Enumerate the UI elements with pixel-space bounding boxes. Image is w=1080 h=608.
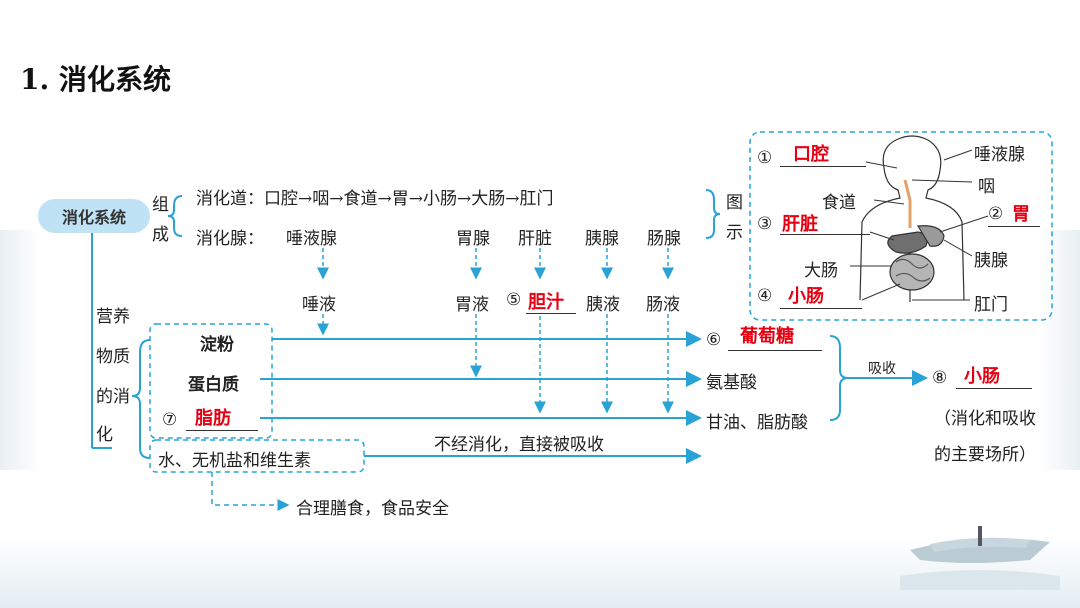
digestive-system-figure: [859, 135, 965, 302]
composition-label-1: 组: [152, 195, 169, 215]
gland-liver: 肝脏: [518, 229, 552, 249]
gland-pancreas: 胰腺: [585, 229, 619, 249]
absorb-number: ⑧: [932, 368, 948, 388]
nutrient-fat-number: ⑦: [162, 410, 178, 430]
figure-label-salivary: 唾液腺: [974, 145, 1025, 165]
gland-salivary: 唾液腺: [286, 229, 337, 249]
organ-pharynx: 咽: [312, 189, 330, 209]
background-left-wash: [0, 230, 40, 470]
nutrition-label-3: 的消: [96, 387, 130, 407]
figure-answer-liver: 肝脏: [782, 214, 818, 235]
figure-box: [749, 131, 1053, 321]
figure-num-1: ①: [757, 148, 773, 168]
absorb-note-1: （消化和吸收: [934, 409, 1036, 429]
nutrition-label-2: 物质: [96, 347, 130, 367]
gland-gastric: 胃腺: [456, 229, 490, 249]
juice-pancreatic: 胰液: [586, 295, 620, 315]
nutrients-box: [149, 323, 273, 439]
organ-anus: 肛门: [519, 189, 554, 209]
gland-intestinal: 肠腺: [647, 229, 681, 249]
others-box: [149, 439, 365, 473]
answer-underline: [186, 430, 258, 431]
figure-answer-small-intestine: 小肠: [788, 286, 824, 307]
figure-label-large-intestine: 大肠: [804, 261, 838, 281]
nutrient-starch: 淀粉: [200, 335, 234, 355]
tract-arrow: →: [377, 189, 392, 209]
nutrition-brace: [131, 339, 151, 459]
absorb-label: 吸收: [868, 361, 896, 377]
diet-arrow: [211, 472, 290, 511]
answer-underline: [988, 226, 1040, 227]
organ-large-intestine: 大肠: [471, 189, 506, 209]
juice-saliva: 唾液: [302, 295, 336, 315]
direct-absorb-text: 不经消化，直接被吸收: [434, 435, 604, 455]
answer-underline: [780, 308, 862, 309]
figure-label-esophagus: 食道: [822, 193, 856, 213]
figure-label-2: 示: [726, 223, 743, 243]
product-amino-acids: 氨基酸: [706, 373, 757, 393]
figure-num-3: ③: [757, 214, 773, 234]
tract-arrow: →: [457, 189, 472, 209]
tract-arrow: →: [408, 189, 423, 209]
organ-small-intestine: 小肠: [423, 189, 457, 209]
organ-esophagus: 食道: [343, 189, 378, 209]
figure-label-pharynx: 咽: [978, 177, 995, 197]
answer-underline: [526, 313, 576, 314]
product-glucose-number: ⑥: [706, 330, 722, 350]
answer-underline: [780, 166, 866, 167]
boat-decoration-icon: [900, 526, 1060, 590]
figure-label-pancreas: 胰腺: [974, 251, 1008, 271]
tract-arrow: →: [329, 189, 344, 209]
tract-arrow: →: [298, 189, 313, 209]
absorb-note-2: 的主要场所）: [934, 445, 1036, 465]
glands-label: 消化腺：: [196, 229, 264, 249]
background-bottom-wash: [0, 538, 1080, 608]
nutrition-label-4: 化: [96, 425, 113, 445]
juice-bile-number: ⑤: [506, 290, 522, 310]
figure-label-1: 图: [726, 193, 743, 213]
product-glycerol-fatty-acids: 甘油、脂肪酸: [706, 413, 808, 433]
answer-underline: [780, 234, 870, 235]
nutrient-others: 水、无机盐和维生素: [158, 451, 311, 471]
juice-gastric: 胃液: [455, 295, 489, 315]
juice-bile: 胆汁: [528, 292, 564, 313]
composition-label-2: 成: [152, 225, 169, 245]
figure-answer-stomach: 胃: [1012, 204, 1030, 225]
answer-underline: [728, 350, 822, 351]
juice-intestinal: 肠液: [646, 295, 680, 315]
root-node: 消化系统: [38, 199, 150, 233]
page-title: 1. 消化系统: [20, 63, 171, 96]
tract-row: 消化道：口腔→咽→食道→胃→小肠→大肠→肛门: [196, 184, 554, 209]
diet-text: 合理膳食，食品安全: [296, 499, 449, 519]
organ-mouth: 口腔: [264, 189, 298, 209]
figure-brace: [705, 189, 721, 239]
composition-brace: [167, 195, 183, 237]
nutrient-protein: 蛋白质: [188, 375, 239, 395]
tract-label: 消化道：: [196, 189, 264, 209]
absorb-answer-small-intestine: 小肠: [964, 366, 1000, 387]
nutrient-fat: 脂肪: [195, 408, 231, 429]
figure-num-4: ④: [757, 286, 773, 306]
figure-label-anus: 肛门: [974, 295, 1008, 315]
figure-num-2: ②: [988, 204, 1004, 224]
organ-stomach: 胃: [391, 189, 409, 209]
tract-arrow: →: [505, 189, 520, 209]
absorb-brace: [829, 335, 849, 421]
nutrition-label-1: 营养: [96, 307, 130, 327]
product-glucose: 葡萄糖: [740, 326, 794, 347]
background-right-wash: [1040, 230, 1080, 470]
figure-answer-mouth: 口腔: [793, 144, 829, 165]
answer-underline: [956, 388, 1032, 389]
